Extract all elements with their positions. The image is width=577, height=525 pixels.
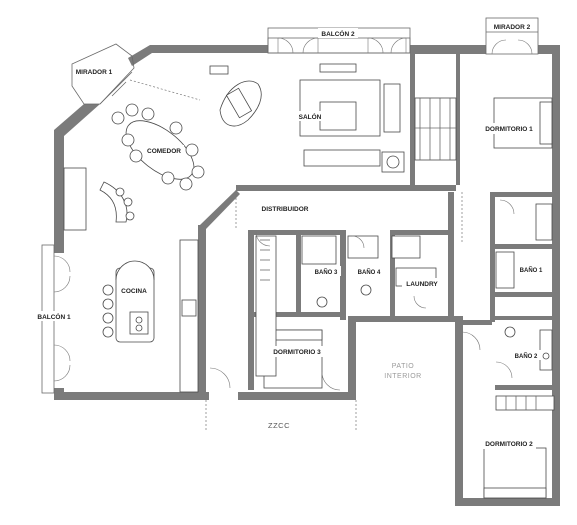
label-patio: PATIO	[392, 363, 415, 370]
label-balcon-2: BALCÓN 2	[321, 29, 355, 38]
label-bano-4: BAÑO 4	[358, 269, 381, 276]
label-zzcc: ZZCC	[268, 421, 290, 430]
label-dormitorio-2: DORMITORIO 2	[485, 441, 533, 448]
furniture	[63, 63, 555, 499]
room-labels: MIRADOR 1 BALCÓN 2 MIRADOR 2 SALÓN DORMI…	[34, 24, 546, 449]
exterior-walls	[54, 45, 560, 506]
doors	[129, 79, 515, 430]
label-distribuidor: DISTRIBUIDOR	[262, 206, 309, 213]
label-balcon-1: BALCÓN 1	[37, 312, 71, 321]
label-mirador-1: MIRADOR 1	[76, 69, 113, 76]
label-bano-1: BAÑO 1	[520, 267, 543, 274]
label-bano-3: BAÑO 3	[315, 269, 338, 276]
label-laundry: LAUNDRY	[406, 281, 438, 288]
label-bano-2: BAÑO 2	[515, 353, 538, 360]
label-cocina: COCINA	[121, 288, 147, 295]
label-salon: SALÓN	[299, 112, 322, 121]
interior-walls	[198, 54, 552, 395]
label-mirador-2: MIRADOR 2	[494, 24, 531, 31]
label-interior: INTERIOR	[384, 373, 421, 380]
label-dormitorio-3: DORMITORIO 3	[273, 349, 321, 356]
label-dormitorio-1: DORMITORIO 1	[485, 126, 533, 133]
label-comedor: COMEDOR	[147, 148, 181, 155]
